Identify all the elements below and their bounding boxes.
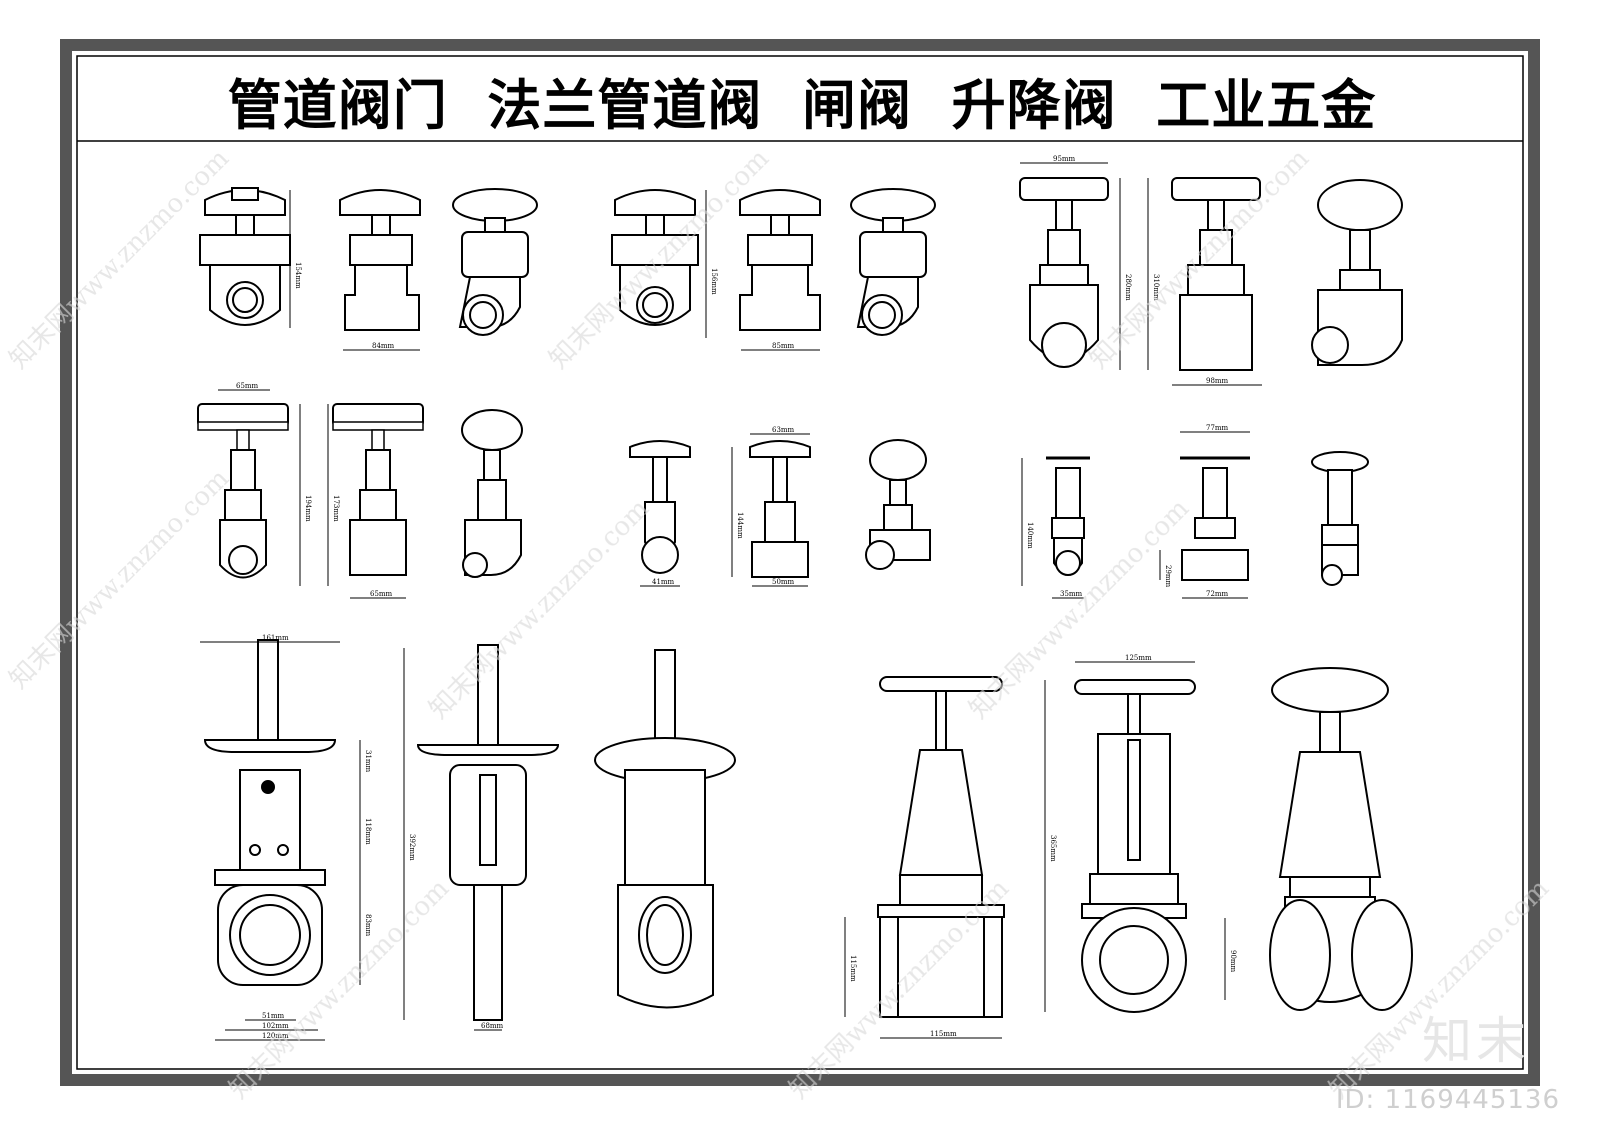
valve-r3-1 bbox=[203, 639, 337, 986]
valve-r3-4 bbox=[877, 676, 1005, 1018]
dim-d5: 95mm bbox=[1053, 155, 1076, 163]
valve-r3-2 bbox=[416, 644, 560, 1021]
dim-d24: 118mm bbox=[364, 818, 372, 845]
dim-d15: 41mm bbox=[652, 578, 675, 586]
dim-d4: 85mm bbox=[772, 342, 795, 350]
dimension-lines bbox=[200, 162, 1262, 1041]
valve-r3-5 bbox=[1074, 679, 1196, 1013]
valve-r2-5 bbox=[749, 440, 811, 578]
dim-d19: 35mm bbox=[1060, 590, 1083, 598]
valve-r3-3 bbox=[594, 649, 736, 1009]
dim-d20: 29mm bbox=[1164, 565, 1172, 588]
valve-r2-9 bbox=[1311, 451, 1369, 586]
valve-r1-8 bbox=[1171, 177, 1261, 371]
image-id: ID: 1169445136 bbox=[1335, 1085, 1560, 1115]
frame-border bbox=[60, 39, 1540, 1086]
valve-r2-7 bbox=[1046, 456, 1090, 576]
dim-d21: 72mm bbox=[1206, 590, 1229, 598]
dimension-labels: 154mm 84mm 156mm 85mm 95mm 280mm 310mm 9… bbox=[236, 155, 1237, 1040]
dim-d25: 83mm bbox=[364, 914, 372, 937]
dim-d11: 173mm bbox=[332, 495, 340, 522]
dim-d1: 154mm bbox=[294, 262, 302, 289]
page-title: 管道阀门 法兰管道阀 闸阀 升降阀 工业五金 bbox=[227, 73, 1377, 137]
dim-d12: 65mm bbox=[370, 590, 393, 598]
valve-r1-7 bbox=[1019, 177, 1109, 368]
valve-r1-4 bbox=[611, 189, 699, 326]
dim-d3: 156mm bbox=[710, 268, 718, 295]
valve-r1-9 bbox=[1311, 179, 1403, 366]
valve-r3-6 bbox=[1269, 667, 1413, 1011]
dim-d17: 77mm bbox=[1206, 424, 1229, 432]
dim-d34: 365mm bbox=[1049, 835, 1057, 862]
dim-d27: 51mm bbox=[262, 1012, 285, 1020]
valve-r1-2 bbox=[339, 189, 421, 331]
dim-d2: 84mm bbox=[372, 342, 395, 350]
dim-d22: 161mm bbox=[262, 634, 289, 642]
valve-r1-5 bbox=[739, 189, 821, 331]
dim-d28: 102mm bbox=[262, 1022, 289, 1030]
dim-d10: 194mm bbox=[304, 495, 312, 522]
dim-d23: 31mm bbox=[364, 750, 372, 773]
valve-r1-3 bbox=[452, 188, 538, 336]
dim-d31: 115mm bbox=[849, 955, 857, 982]
dim-d14: 144mm bbox=[736, 512, 744, 539]
dim-d26: 392mm bbox=[408, 834, 416, 861]
valve-r2-1 bbox=[197, 403, 289, 579]
dim-d35: 90mm bbox=[1229, 950, 1237, 973]
dim-d9: 65mm bbox=[236, 382, 259, 390]
dim-d18: 140mm bbox=[1026, 522, 1034, 549]
valve-r2-4 bbox=[629, 440, 691, 574]
dim-d8: 98mm bbox=[1206, 377, 1229, 385]
dim-d29: 120mm bbox=[262, 1032, 289, 1040]
valve-r2-2 bbox=[332, 403, 424, 576]
valve-r2-8 bbox=[1180, 456, 1250, 581]
valve-r2-3 bbox=[461, 409, 523, 578]
dim-d33: 125mm bbox=[1125, 654, 1152, 662]
valve-r2-6 bbox=[865, 439, 931, 570]
dim-d7: 310mm bbox=[1152, 274, 1160, 301]
dim-d6: 280mm bbox=[1124, 274, 1132, 301]
valve-r1-1 bbox=[199, 187, 291, 326]
brand-logo: 知末 bbox=[1422, 1012, 1530, 1070]
dim-d32: 115mm bbox=[930, 1030, 957, 1038]
dim-d30: 68mm bbox=[481, 1022, 504, 1030]
dim-d13: 63mm bbox=[772, 426, 795, 434]
valve-r1-6 bbox=[850, 188, 936, 336]
dim-d16: 50mm bbox=[772, 578, 795, 586]
